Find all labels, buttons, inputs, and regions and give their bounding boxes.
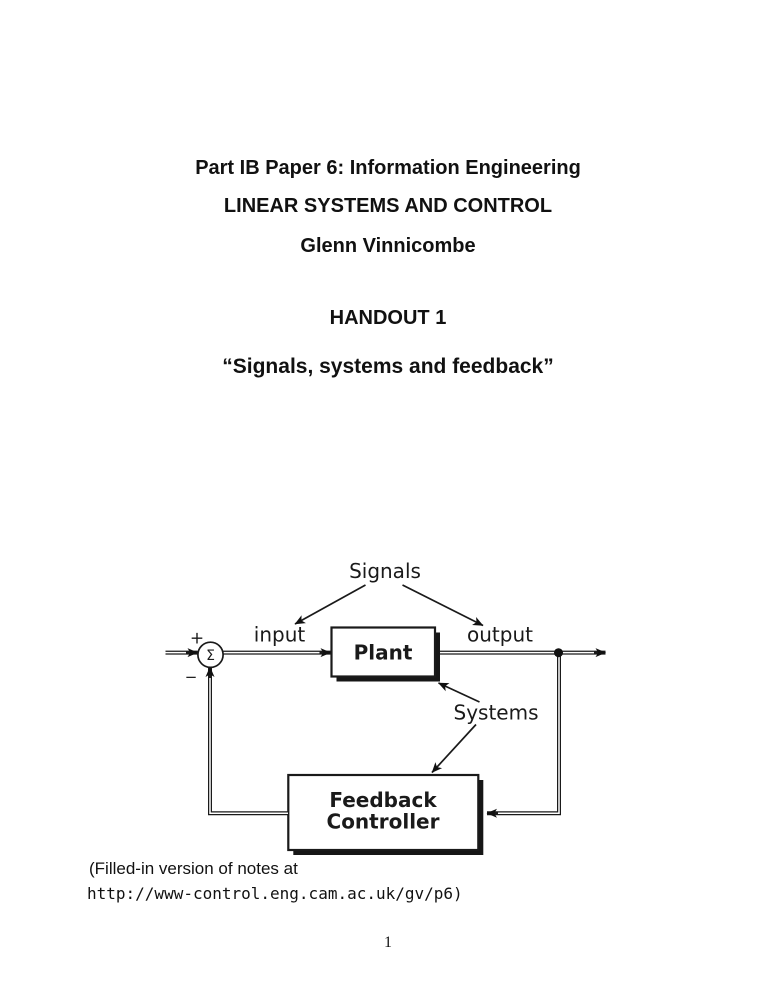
sigma-symbol: Σ	[206, 648, 215, 664]
signals-to-input-arrow	[294, 584, 366, 625]
pickoff-node-dot	[554, 648, 563, 658]
signal-lines-core	[165, 651, 594, 814]
handout-subtitle: “Signals, systems and feedback”	[222, 355, 554, 378]
signals-label: Signals	[349, 559, 421, 583]
course-subject: LINEAR SYSTEMS AND CONTROL	[223, 195, 553, 217]
systems-label: Systems	[454, 701, 539, 725]
summing-junction: Σ + −	[185, 629, 224, 686]
feedback-label-line1: Feedback	[329, 788, 437, 812]
plant-box	[330, 626, 440, 682]
plus-sign: +	[190, 629, 204, 649]
signals-to-output-arrow	[402, 584, 484, 627]
feedback-block-diagram: Σ + − Signals input output Systems Plant…	[165, 559, 606, 855]
output-label: output	[467, 623, 533, 647]
input-label: input	[254, 623, 306, 647]
plant-label: Plant	[354, 641, 413, 665]
systems-to-controller-arrow	[431, 723, 477, 774]
handout-number: HANDOUT 1	[329, 307, 447, 329]
annotation-arrows	[294, 584, 484, 774]
systems-to-plant-arrow	[438, 682, 480, 703]
footer-url: http://www-control.eng.cam.ac.uk/gv/p6)	[87, 884, 463, 903]
page-number: 1	[384, 934, 392, 951]
feedback-controller-box	[287, 773, 484, 855]
author-name: Glenn Vinnicombe	[300, 235, 476, 257]
course-title: Part IB Paper 6: Information Engineering	[195, 157, 581, 179]
feedback-label-line2: Controller	[327, 810, 440, 834]
minus-sign: −	[185, 668, 198, 686]
footer-note: (Filled-in version of notes at	[89, 859, 298, 878]
